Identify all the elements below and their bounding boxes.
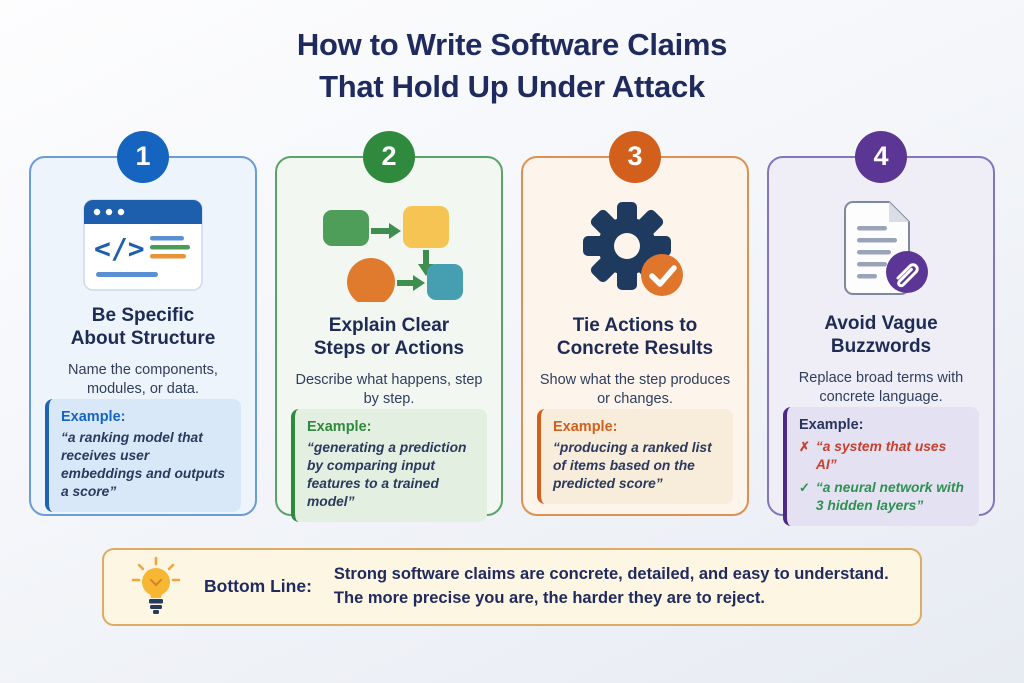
example-label: Example: [307,418,372,435]
bottom-line-bar: Bottom Line: Strong software claims are … [102,547,922,626]
bottom-line-label: Bottom Line: [204,576,312,597]
card-subtitle: Describe what happens, step by step. [295,372,483,408]
svg-text:</>: </> [94,232,145,265]
card-avoid-buzzwords: 4 Avoid Vague Buzzwords Replace broad te… [767,130,995,526]
card-title: Be Specific About Structure [70,304,216,350]
card-subtitle: Replace broad terms with concrete langua… [798,370,964,406]
example-box: Example: “producing a ranked list of ite… [537,408,733,504]
x-mark-icon: ✗ [799,438,810,454]
example-bad-row: ✗ “a system that uses AI” [799,438,967,474]
card-title: Avoid Vague Buzzwords [824,312,938,358]
code-window-icon: </> [82,198,204,292]
page-title: How to Write Software Claims That Hold U… [0,0,1024,108]
example-text: “a ranking model that receives user embe… [61,429,226,499]
example-label: Example: [799,416,864,433]
step-1-badge: 1 [117,130,169,183]
example-good-text: “a neural network with 3 hidden layers” [815,479,964,513]
document-paperclip-icon [823,198,939,300]
card-tie-actions: 3 Tie Actions to Concrete Results Show w… [521,130,749,516]
example-good-row: ✓ “a neural network with 3 hidden layers… [799,479,967,515]
card-explain-steps: 2 Explain Clear Steps or Actions Describ… [275,130,503,522]
lightbulb-icon [130,556,182,618]
example-text: “generating a prediction by comparing in… [307,439,467,509]
card-be-specific: 1 </> Be Specific About Structure Name t… [29,130,257,516]
example-label: Example: [61,408,126,425]
check-mark-icon: ✓ [799,479,810,495]
example-label: Example: [553,418,618,435]
step-3-badge: 3 [609,130,661,183]
steps-row: 1 </> Be Specific About Structure Name t… [0,130,1024,526]
example-bad-text: “a system that uses AI” [815,438,947,472]
bottom-line-text: Strong software claims are concrete, det… [333,564,889,607]
example-box: Example: ✗ “a system that uses AI” ✓ “a … [783,406,979,526]
card-title: Explain Clear Steps or Actions [313,314,465,360]
example-text: “producing a ranked list of items based … [553,439,712,491]
gear-check-icon [575,198,695,302]
step-2-badge: 2 [363,130,415,183]
card-title: Tie Actions to Concrete Results [556,314,714,360]
page-title-line1: How to Write Software Claims [296,27,728,62]
card-subtitle: Show what the step produces or changes. [539,372,731,408]
step-4-badge: 4 [855,130,907,183]
flowchart-icon [315,198,463,302]
card-subtitle: Name the components, modules, or data. [68,362,218,398]
example-box: Example: “generating a prediction by com… [291,408,487,522]
example-box: Example: “a ranking model that receives … [45,398,241,512]
page-title-line2: That Hold Up Under Attack [319,68,705,104]
